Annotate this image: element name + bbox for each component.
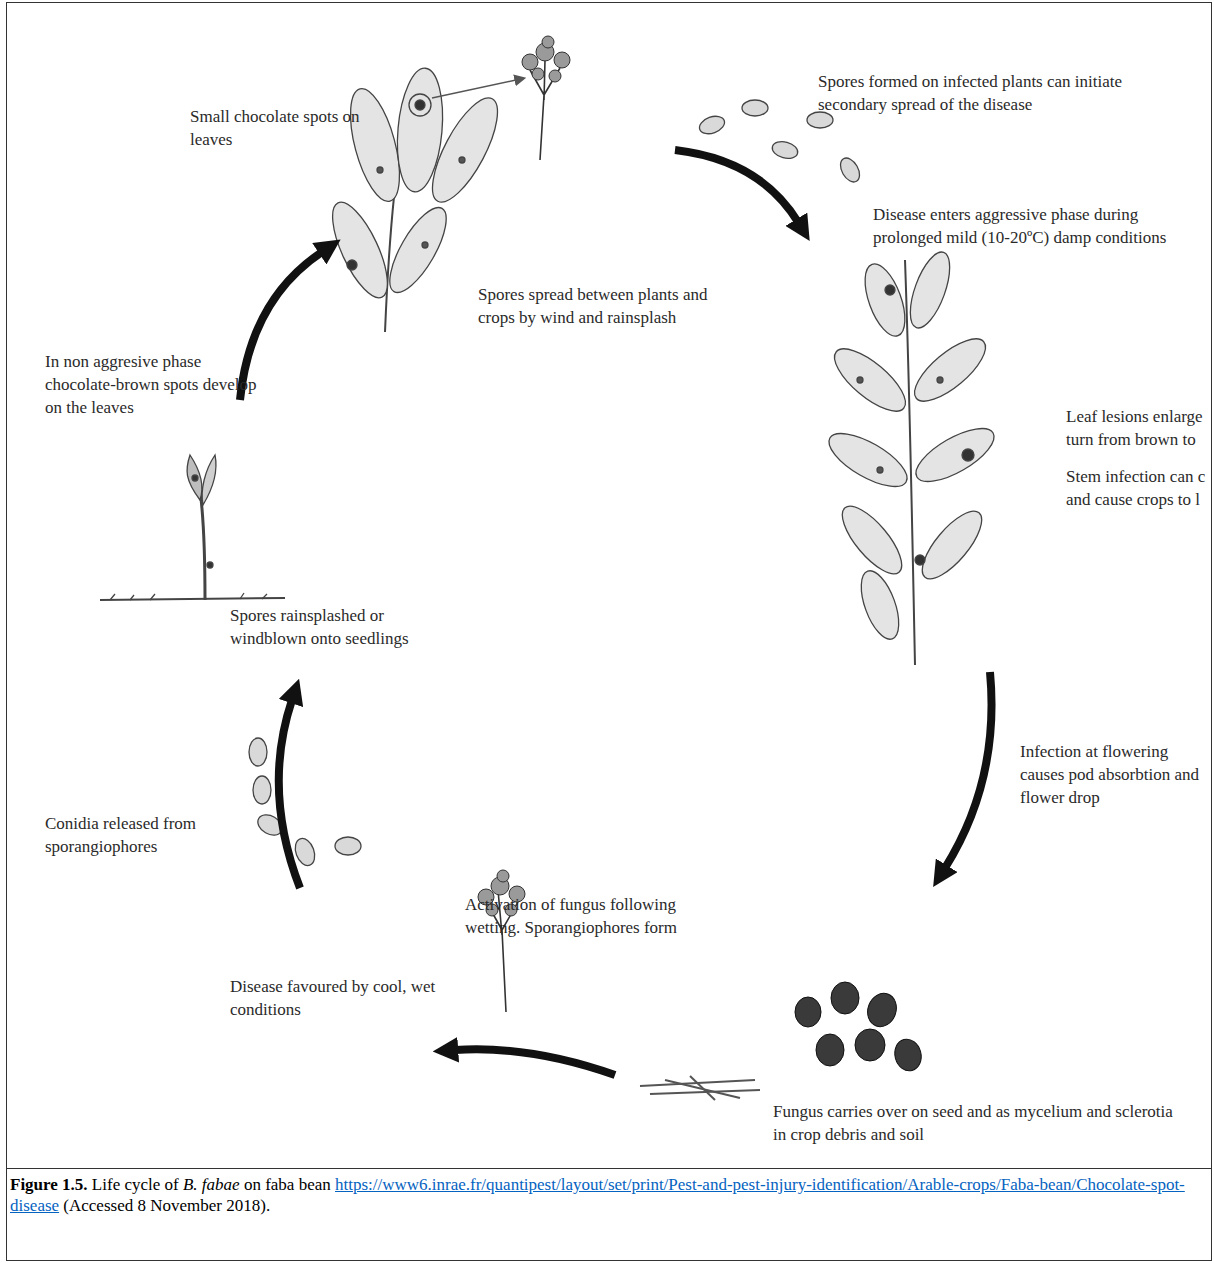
sclerotia-part [855,1029,885,1061]
sporulating-tuft-top-part [522,54,538,70]
figure-frame-part [7,3,1212,1261]
sclerotia-part [863,989,901,1031]
spores-top-part [837,155,864,186]
spores-top-part [770,139,799,161]
infected-plant-right-part [877,467,883,473]
sclerotia-part [891,1036,924,1074]
sporulating-tuft-top-part [532,68,544,80]
infected-plant-right-part [902,247,958,332]
spores-top-part [697,113,727,137]
infected-plant-right-part [937,377,943,383]
annotation-text: Spores formed on infected plants can ini… [818,70,1158,116]
sporulating-tuft-bottom [478,870,525,1012]
annotation-text: Activation of fungus following wetting. … [465,893,710,939]
infected-plant-top-part [422,242,428,248]
cycle-arrows-part [455,1049,615,1075]
pointer-line [432,80,516,98]
infected-plant-top-part [409,94,431,116]
spores-top-part [742,100,768,116]
conidia-part [249,738,267,766]
infected-plant-right-part [915,555,925,565]
infected-seedling-part [110,593,267,600]
cycle-arrows-part [945,672,992,868]
cycle-arrows-part [279,700,300,888]
infected-plant-right-part [857,259,913,341]
infected-plant-right-part [905,329,994,412]
annotation-text: Disease enters aggressive phase during p… [873,203,1173,249]
infected-plant-right [821,247,1001,665]
annotation-text: Stem infection can c and cause crops to … [1066,465,1212,511]
infected-plant-top-part [459,157,465,163]
infected-seedling-part [192,475,198,481]
annotation-text: Fungus carries over on seed and as mycel… [773,1100,1173,1146]
infected-seedling [100,455,285,600]
sporulating-tuft-top-part [530,60,560,160]
annotation-text: Leaf lesions enlarge turn from brown to [1066,405,1212,451]
conidia-part [253,776,271,804]
figure-frame [7,3,1212,1261]
conidia-part [292,836,318,868]
sporulating-tuft-top-part [549,70,561,82]
crop-debris-part [690,1076,715,1100]
infected-plant-top-part [420,89,510,210]
annotation-text: Infection at flowering causes pod absorb… [1020,740,1212,809]
sporulating-tuft-top [522,36,570,160]
figure-caption: Figure 1.5. Life cycle of B. fabae on fa… [10,1174,1206,1216]
infected-plant-right-part [885,285,895,295]
infected-seedling-part [200,490,205,600]
annotation-text: Disease favoured by cool, wet conditions [230,975,445,1021]
annotation-text: Small chocolate spots on leaves [190,105,375,151]
spores-top-part [807,112,833,128]
infected-seedling-part [100,598,285,600]
sclerotia-part [816,1034,844,1066]
sporulating-tuft-top-part [542,36,554,48]
infected-seedling-part [207,562,213,568]
figure-frame-part [7,1168,1212,1169]
sporulating-tuft-top-part [554,52,570,68]
infected-plant-right-part [857,377,863,383]
infected-plant-right-part [821,423,914,496]
infected-seedling-part [202,455,216,505]
infected-plant-top-part [347,260,357,270]
sporulating-tuft-bottom-part [497,870,509,882]
infected-plant-top-part [322,195,399,304]
infected-plant-top-part [379,200,456,300]
infected-plant-top-part [377,167,383,173]
infected-seedling-part [187,455,202,500]
infected-plant-right-part [962,449,974,461]
infected-plant-right-part [908,418,1001,491]
annotation-text: In non aggresive phase chocolate-brown s… [45,350,265,419]
sclerotia [795,982,925,1074]
annotation-text: Spores rainsplashed or windblown onto se… [230,604,445,650]
infected-plant-top-part [415,100,425,110]
annotation-text: Conidia released from sporangiophores [45,812,230,858]
sclerotia-part [795,997,821,1027]
conidia [249,738,361,868]
conidia-part [335,837,361,855]
infected-plant-right-part [854,566,907,644]
infected-plant-right-part [825,339,914,422]
annotation-text: Spores spread between plants and crops b… [478,283,738,329]
sclerotia-part [831,982,859,1014]
crop-debris [640,1076,760,1100]
cycle-arrows-part [675,150,798,222]
infected-plant-right-part [833,498,912,583]
infected-plant-right-part [913,503,992,588]
